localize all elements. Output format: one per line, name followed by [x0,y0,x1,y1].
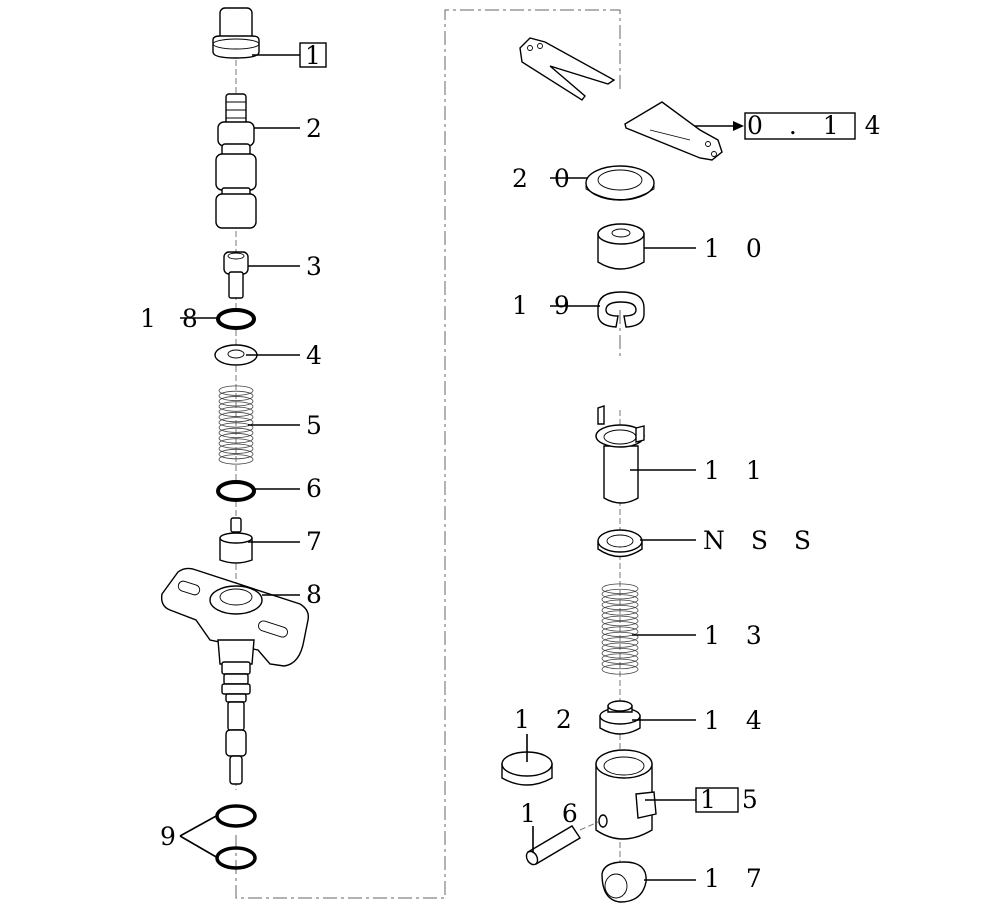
part-14-cap [599,700,641,735]
connector-frame [235,9,621,899]
callout-1-box [299,42,327,68]
part-17-bush [601,861,647,903]
part-18-ring [216,308,256,330]
part-11-cup [595,405,645,504]
spring-coil [601,621,639,632]
callout-3: 3 [306,252,331,281]
callout-8: 8 [306,580,331,609]
spring-coil [218,433,254,444]
part-7-spindle [219,517,253,564]
part-5-spring [218,385,254,465]
spring-coil [601,647,639,659]
spring-coil [601,653,639,664]
spring-coil [601,610,639,621]
leader-lines [179,54,744,881]
spring-coil [218,406,254,417]
part-1-cap [212,7,260,59]
spring-coil [218,438,254,449]
part-fork-shim-upper [519,37,616,101]
callout-14: 1 4 [704,706,771,735]
part-13-spring [601,583,639,675]
spring-coil [218,454,254,465]
part-12-disk [501,751,553,786]
callout-11: 1 1 [704,456,771,485]
callout-16: 1 6 [520,799,587,828]
callout-15-box [695,787,739,813]
spring-coil [601,588,639,600]
spring-coil [601,594,639,605]
part-2-body [215,93,257,229]
part-15-housing [595,749,657,840]
callout-13: 1 3 [704,621,771,650]
spring-coil [601,599,639,611]
callout-9: 9 [160,822,185,851]
spring-coil [601,664,639,675]
callout-10: 1 0 [704,234,771,263]
spring-coil [218,443,254,454]
callout-18: 1 8 [140,304,207,333]
spring-coil [218,396,254,407]
spring-coil [601,642,639,654]
spring-coil [601,637,639,648]
arrow-head [733,121,744,131]
spring-coil [601,615,639,627]
part-20-ring [585,165,655,201]
spring-coil [601,604,639,616]
spring-coil [218,401,254,412]
spring-coil [218,427,254,439]
part-6-ring [216,480,256,502]
spring-coil [218,417,254,428]
spring-coil [218,411,254,423]
part-10-sleeve [597,223,645,270]
spring-coil [601,626,639,637]
callout-17: 1 7 [704,864,771,893]
callout-nss: N S S [703,526,820,555]
callout-20: 2 0 [512,164,579,193]
part-19-split-ring [597,291,645,328]
spring-coil [601,583,639,594]
callout-014: 0 . 1 4 [747,111,890,140]
callout-4: 4 [306,341,331,370]
callout-1: 1 [305,41,330,70]
part-8-flange [160,567,310,785]
spring-coil [218,448,254,460]
callout-7: 7 [306,527,331,556]
callout-014-box [744,112,856,140]
callout-5: 5 [306,411,331,440]
spring-coil [218,422,254,433]
part-nss-washer [597,529,643,558]
callout-15: 1 5 [700,785,767,814]
callout-6: 6 [306,474,331,503]
callout-12: 1 2 [514,705,581,734]
part-fork-shim-lower [624,101,723,161]
part-3-plunger [223,251,249,299]
callout-2: 2 [306,114,331,143]
spring-coil [601,658,639,670]
spring-coil [218,385,254,396]
callout-19: 1 9 [512,291,579,320]
spring-coil [601,631,639,643]
spring-coil [218,390,254,402]
part-16-pin [525,821,599,866]
